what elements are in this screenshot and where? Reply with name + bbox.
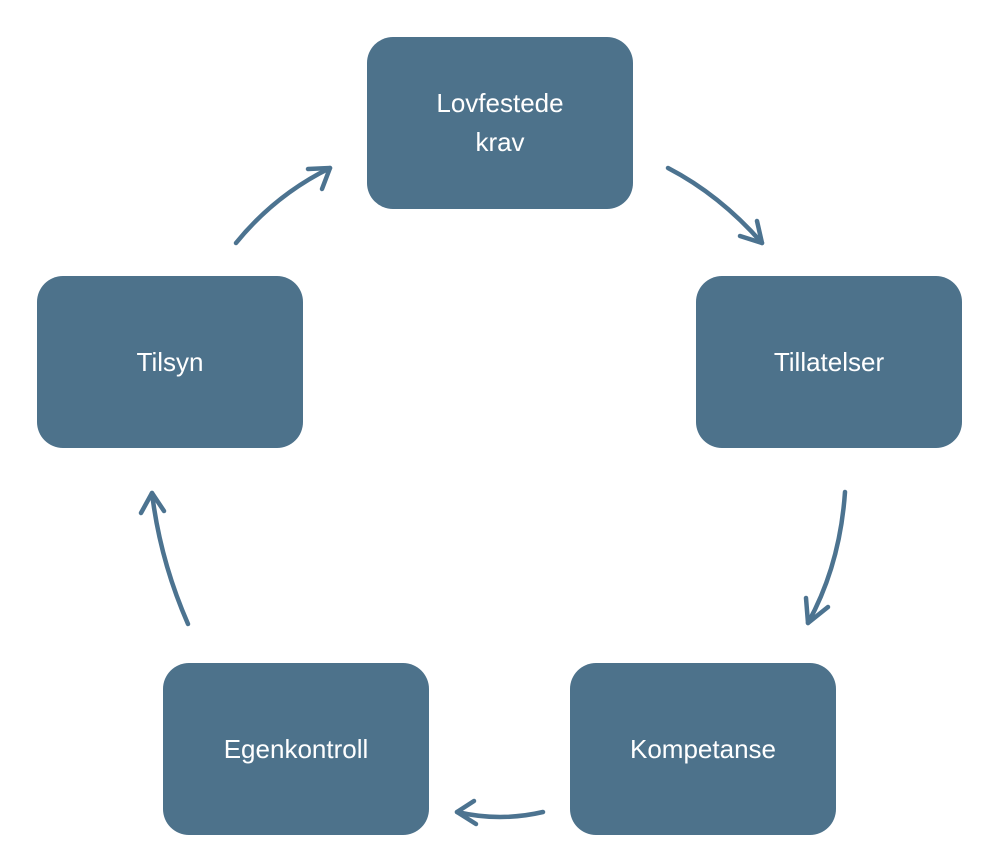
node-kompetanse: Kompetanse bbox=[570, 663, 836, 835]
node-egenkontroll: Egenkontroll bbox=[163, 663, 429, 835]
arrow-kompetanse-to-egenkontroll bbox=[454, 798, 546, 827]
node-label: Kompetanse bbox=[630, 733, 776, 764]
node-tillatelser: Tillatelser bbox=[696, 276, 962, 448]
node-label: Lovfestede krav bbox=[436, 88, 564, 157]
node-label: Tillatelser bbox=[773, 346, 885, 377]
node-tilsyn: Tilsyn bbox=[37, 276, 303, 448]
node-label: Egenkontroll bbox=[223, 733, 369, 764]
arrow-tillatelser-to-kompetanse bbox=[803, 489, 848, 626]
node-label: Tilsyn bbox=[136, 346, 204, 377]
arrow-lovfestede-to-tillatelser bbox=[665, 165, 765, 246]
arrow-tilsyn-to-lovfestede bbox=[233, 165, 333, 246]
arrow-egenkontroll-to-tilsyn bbox=[138, 490, 191, 627]
node-lovfestede-krav: Lovfestede krav bbox=[367, 37, 633, 209]
